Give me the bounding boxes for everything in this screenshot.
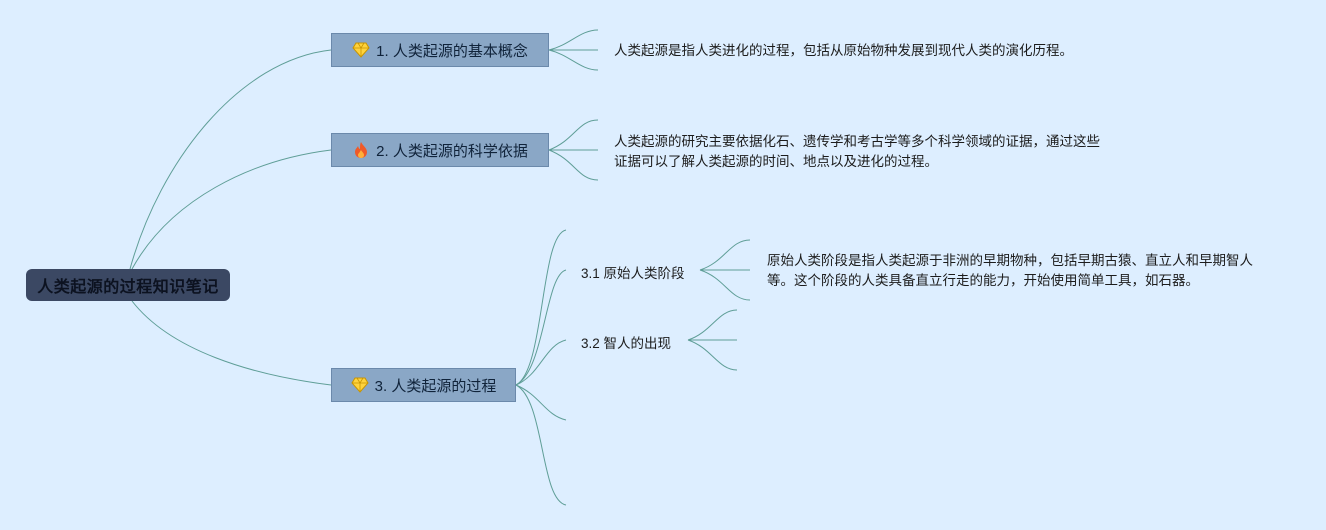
link-topic3-branch (515, 384, 567, 506)
link-topic2-fan (548, 149, 599, 181)
link-topic3-sub2 (515, 339, 567, 386)
link-sub2-fan (687, 339, 738, 371)
link-root-topic1 (129, 49, 332, 270)
link-topic1-fan (548, 49, 599, 71)
link-topic1-fan (548, 29, 599, 51)
link-root-topic3 (131, 300, 332, 386)
topic-2-note: 人类起源的研究主要依据化石、遗传学和考古学等多个科学领域的证据，通过这些证据可以… (614, 134, 1100, 169)
subtopic-3-2-label[interactable]: 3.2 智人的出现 (581, 336, 672, 351)
root-label: 人类起源的过程知识笔记 (37, 279, 219, 296)
diamond-icon (352, 41, 370, 59)
link-topic3-branch (515, 229, 567, 386)
subtopic-3-1-label[interactable]: 3.1 原始人类阶段 (581, 266, 685, 281)
topic-2-node[interactable]: 2. 人类起源的科学依据 (331, 133, 549, 167)
root-node[interactable]: 人类起源的过程知识笔记 (26, 269, 230, 301)
link-topic3-sub1 (515, 269, 567, 386)
fire-icon (352, 141, 370, 159)
topic-2-label: 2. 人类起源的科学依据 (376, 142, 528, 160)
link-sub1-fan (699, 239, 751, 271)
link-root-topic2 (131, 149, 332, 270)
topic-3-label: 3. 人类起源的过程 (374, 377, 497, 395)
topic-3-node[interactable]: 3. 人类起源的过程 (331, 368, 516, 402)
topic-1-node[interactable]: 1. 人类起源的基本概念 (331, 33, 549, 67)
diamond-icon (351, 376, 369, 394)
link-sub2-fan (687, 309, 738, 341)
topic-1-label: 1. 人类起源的基本概念 (376, 42, 528, 60)
link-topic3-branch (515, 384, 567, 421)
link-topic2-fan (548, 119, 599, 151)
topic-1-note: 人类起源是指人类进化的过程，包括从原始物种发展到现代人类的演化历程。 (614, 43, 1073, 58)
link-sub1-fan (699, 269, 751, 301)
subtopic-3-1-note: 原始人类阶段是指人类起源于非洲的早期物种，包括早期古猿、直立人和早期智人等。这个… (767, 253, 1253, 288)
